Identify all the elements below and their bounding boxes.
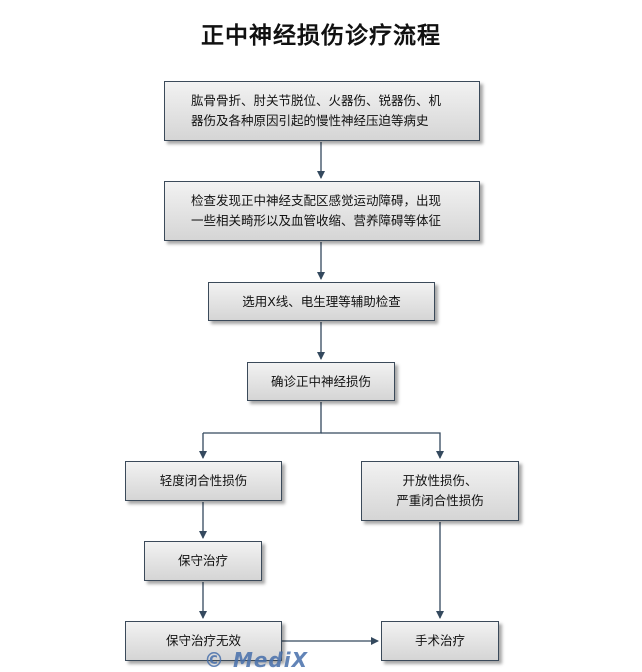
watermark: © MediX — [204, 648, 309, 672]
node-cause: 肱骨骨折、肘关节脱位、火器伤、锐器伤、机器伤及各种原因引起的慢性神经压迫等病史 — [164, 81, 480, 141]
node-open-severe: 开放性损伤、 严重闭合性损伤 — [361, 461, 519, 521]
node-diagnosis: 确诊正中神经损伤 — [247, 362, 395, 401]
node-surgery: 手术治疗 — [381, 621, 499, 661]
branch-line — [203, 402, 322, 434]
page-title: 正中神经损伤诊疗流程 — [201, 23, 441, 49]
node-aux-exam: 选用X线、电生理等辅助检查 — [208, 282, 435, 321]
arrow-to-open — [321, 432, 444, 459]
node-conservative-failed: 保守治疗无效 — [125, 621, 282, 661]
node-mild-closed: 轻度闭合性损伤 — [125, 461, 282, 501]
node-exam-findings: 检查发现正中神经支配区感觉运动障碍，出现一些相关畸形以及血管收缩、营养障碍等体征 — [164, 181, 480, 241]
node-conservative: 保守治疗 — [144, 541, 262, 581]
